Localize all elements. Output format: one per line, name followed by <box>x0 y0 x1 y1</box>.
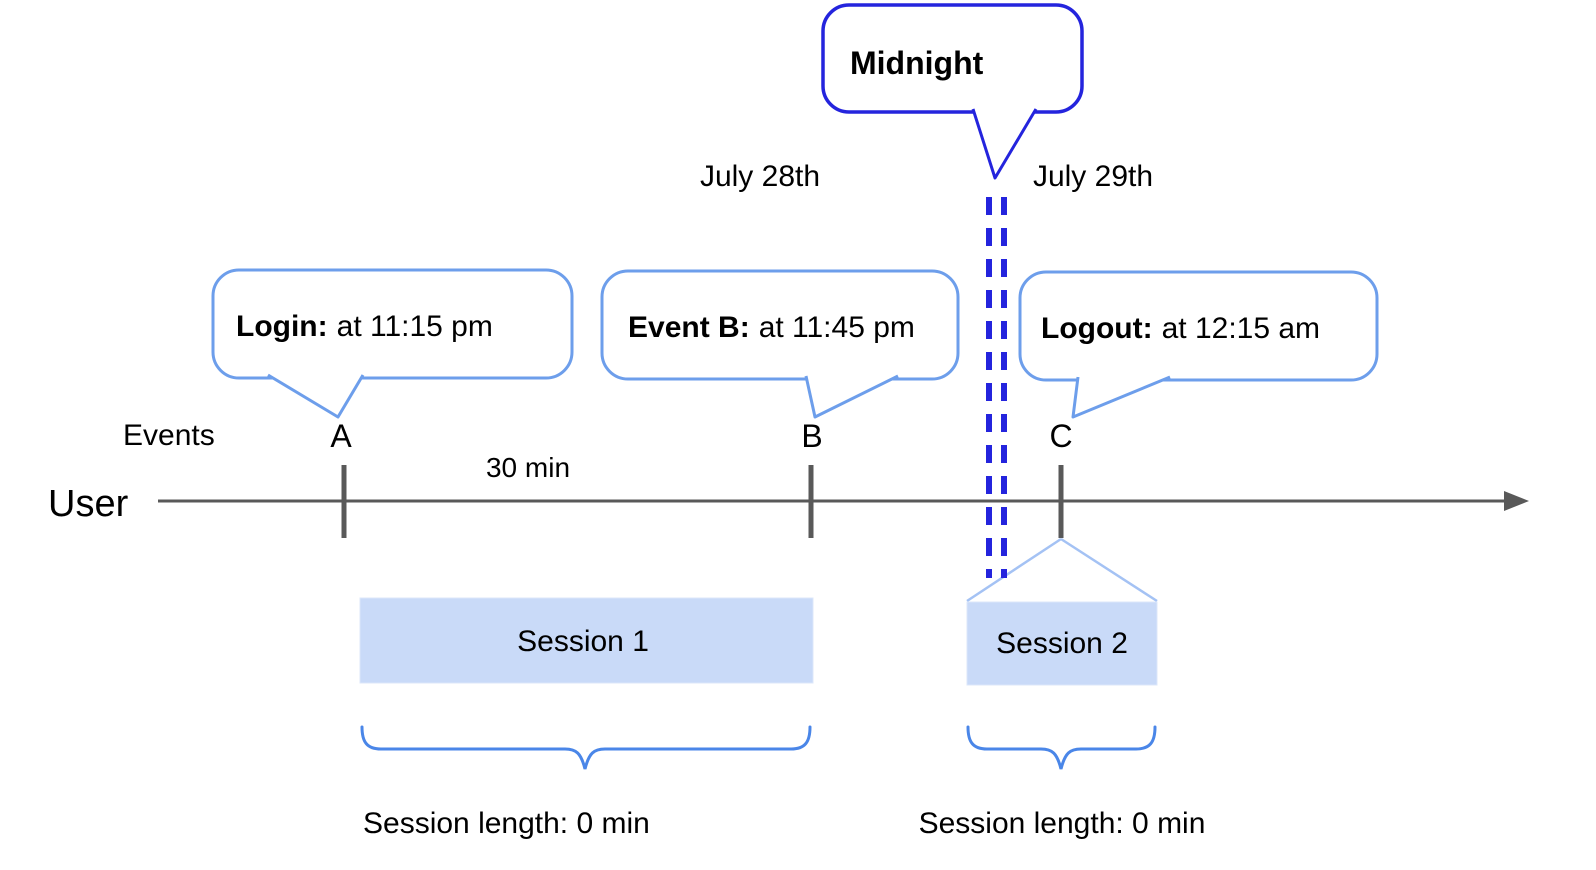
timeline-axis <box>158 465 1529 538</box>
event-marker-c-label: C <box>1049 418 1072 454</box>
logout-callout: Logout: at 12:15 am <box>1018 270 1379 419</box>
login-callout-time: at 11:15 pm <box>337 310 493 343</box>
midnight-label: Midnight <box>850 45 984 81</box>
login-callout-title: Login: <box>236 310 328 343</box>
session-2-connector-right-line <box>1060 537 1158 603</box>
login-callout-tail <box>267 373 365 419</box>
login-callout-bubble <box>211 268 574 380</box>
interval-30min-label: 30 min <box>486 452 570 483</box>
session-1-label: Session 1 <box>517 625 649 658</box>
midnight-callout-tail <box>971 108 1038 180</box>
event-marker-b-label: B <box>801 418 822 454</box>
session-2-brace <box>966 725 1157 770</box>
date-july-28th-label: July 28th <box>700 160 820 193</box>
session-2-box <box>966 601 1158 686</box>
midnight-callout: Midnight <box>821 3 1084 180</box>
logout-callout-text: Logout: at 12:15 am <box>1041 312 1320 345</box>
logout-callout-time: at 12:15 am <box>1162 312 1320 345</box>
midnight-boundary <box>986 197 1007 578</box>
session-1: Session 1 <box>359 597 814 684</box>
events-axis-label: Events <box>123 419 215 452</box>
event-marker-a-label: A <box>330 418 352 454</box>
login-callout-text: Login: at 11:15 pm <box>236 310 493 343</box>
event-b-callout: Event B: at 11:45 pm <box>600 269 960 419</box>
session-2-label: Session 2 <box>996 627 1128 660</box>
event-b-callout-tail <box>804 374 899 419</box>
event-b-callout-title: Event B: <box>628 311 750 344</box>
session-1-brace <box>360 725 812 770</box>
event-b-callout-text: Event B: at 11:45 pm <box>628 311 915 344</box>
session-2-connector-left-line <box>966 537 1062 603</box>
login-callout: Login: at 11:15 pm <box>211 268 574 419</box>
logout-callout-bubble <box>1018 270 1379 382</box>
session-2-length-label: Session length: 0 min <box>919 807 1206 840</box>
session-2-connector <box>966 537 1158 603</box>
user-axis-label: User <box>48 483 129 525</box>
session-1-length-label: Session length: 0 min <box>363 807 650 840</box>
event-b-callout-bubble <box>600 269 960 381</box>
midnight-callout-bubble <box>821 3 1084 114</box>
session-1-box <box>359 597 814 684</box>
timeline-arrowhead-icon <box>1504 491 1529 511</box>
session-2: Session 2 <box>966 601 1158 686</box>
logout-callout-tail <box>1071 375 1171 419</box>
event-b-callout-time: at 11:45 pm <box>759 311 915 344</box>
date-july-29th-label: July 29th <box>1033 160 1153 193</box>
logout-callout-title: Logout: <box>1041 312 1153 345</box>
